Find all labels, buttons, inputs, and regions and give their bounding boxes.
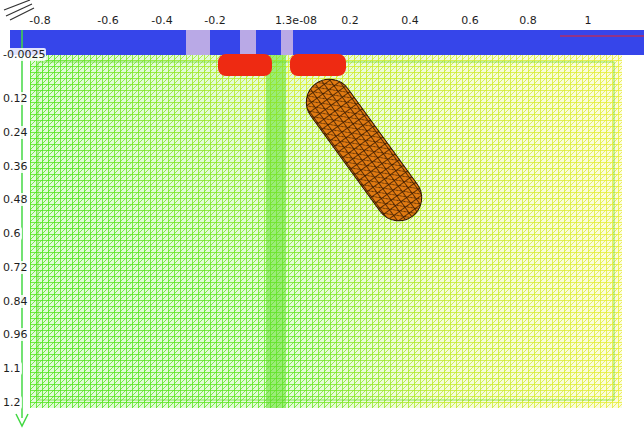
y-tick-label: 0.6 bbox=[2, 227, 22, 240]
tube-mesh bbox=[297, 70, 431, 230]
y-tick-label: 0.36 bbox=[2, 160, 29, 173]
y-tick-label: 0.96 bbox=[2, 328, 29, 341]
y-tick-label: 0.48 bbox=[2, 193, 29, 206]
x-tick-label: -0.6 bbox=[96, 14, 119, 27]
x-tick-label: 0.6 bbox=[460, 14, 480, 27]
y-axis bbox=[21, 30, 23, 418]
x-tick-label: 0.8 bbox=[518, 14, 538, 27]
y-tick-label: 1.1 bbox=[2, 362, 22, 375]
x-tick-label: 1 bbox=[584, 14, 593, 27]
red-region bbox=[290, 54, 346, 76]
y-tick-label: 1.2 bbox=[2, 396, 22, 409]
electrode-gap bbox=[186, 30, 210, 55]
x-tick-label: -0.2 bbox=[203, 14, 226, 27]
y-tick-label: 0.12 bbox=[2, 92, 29, 105]
x-tick-label: 0.4 bbox=[400, 14, 420, 27]
dense-mesh-band bbox=[266, 55, 286, 408]
x-tick-label: -0.4 bbox=[150, 14, 173, 27]
axis-arrow bbox=[16, 414, 28, 426]
surface-layer bbox=[10, 30, 644, 55]
y-tick-label: 0.84 bbox=[2, 295, 29, 308]
electrode-gap bbox=[240, 30, 256, 55]
y-tick-label: 0.72 bbox=[2, 261, 29, 274]
x-tick-label: 1.3e-08 bbox=[274, 14, 318, 27]
x-axis bbox=[560, 35, 644, 36]
y-tick-label: -0.0025 bbox=[2, 48, 46, 61]
x-tick-label: -0.8 bbox=[28, 14, 51, 27]
electrode-gap bbox=[281, 30, 293, 55]
mesh-grid bbox=[30, 55, 622, 408]
y-tick-label: 0.24 bbox=[2, 126, 29, 139]
x-tick-label: 0.2 bbox=[340, 14, 360, 27]
mesh-inner-edge bbox=[38, 62, 614, 400]
mesh-tint bbox=[30, 55, 622, 408]
red-region bbox=[218, 54, 272, 76]
